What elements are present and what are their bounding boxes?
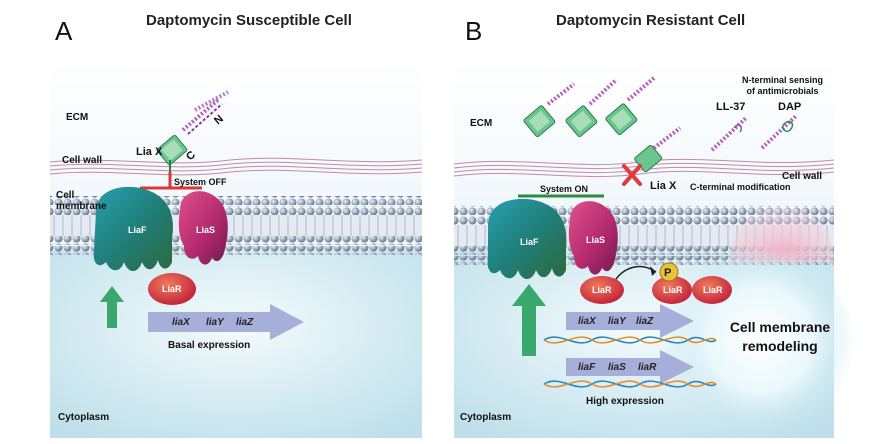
panel-b-letter: B xyxy=(465,16,483,46)
liaf-label-b: LiaF xyxy=(520,237,539,247)
lias-label-a: LiaS xyxy=(196,225,215,235)
liar-label-b-3: LiaR xyxy=(703,285,723,295)
cell-membrane-label-a: Cell membrane xyxy=(56,190,107,212)
gene-a-3: liaZ xyxy=(236,317,254,328)
green-up-arrow-b xyxy=(512,284,546,356)
panel-b: LiaF LiaS LiaR LiaR LiaR P xyxy=(453,60,855,438)
lias-label-b: LiaS xyxy=(586,235,605,245)
panel-a: LiaF LiaS LiaR xyxy=(49,60,423,438)
liaf-protein-b[interactable]: LiaF xyxy=(487,198,567,279)
gene-arrow-a xyxy=(148,304,304,340)
phosphorylation-arrowhead xyxy=(650,266,656,276)
ll37-label: LL-37 xyxy=(716,101,746,113)
green-up-arrow-a xyxy=(100,286,124,328)
basal-expression-label: Basal expression xyxy=(168,340,251,351)
liar-protein-b-3[interactable]: LiaR xyxy=(692,276,732,304)
liar-label-b-1: LiaR xyxy=(592,285,612,295)
liax-free-proteins xyxy=(523,76,798,186)
gene-b-5: liaS xyxy=(608,362,626,373)
cell-membrane-remodeling-label: Cell membrane remodeling xyxy=(729,319,831,354)
liaf-protein-a[interactable]: LiaF xyxy=(93,186,173,271)
gene-arrow-b-1 xyxy=(566,304,694,338)
system-off-label: System OFF xyxy=(174,177,227,187)
panel-a-letter: A xyxy=(55,16,73,46)
c-terminal-modification-label: C-terminal modification xyxy=(690,182,791,192)
liax-protein-a xyxy=(156,90,229,172)
high-expression-label: High expression xyxy=(586,396,664,407)
liar-protein-b-2[interactable]: LiaR xyxy=(652,276,692,304)
cell-wall-label-a: Cell wall xyxy=(62,155,103,166)
liar-protein-a[interactable]: LiaR xyxy=(148,273,196,305)
liar-label-a: LiaR xyxy=(162,284,182,294)
liaf-label-a: LiaF xyxy=(128,225,147,235)
panel-a-cytoplasm-region xyxy=(50,250,422,438)
cytoplasm-label-b: Cytoplasm xyxy=(460,412,512,423)
gene-a-1: liaX xyxy=(172,317,190,328)
cleavage-x-mark xyxy=(622,164,642,186)
panel-b-title: Daptomycin Resistant Cell xyxy=(556,12,746,29)
liax-label-a: Lia X xyxy=(136,146,163,158)
dap-label: DAP xyxy=(778,101,802,113)
ecm-label-a: ECM xyxy=(66,112,89,123)
dna-helix-1 xyxy=(543,336,717,344)
svg-text:P: P xyxy=(664,267,671,279)
gene-arrow-b-2 xyxy=(566,350,694,384)
n-terminal-sensing-label: N-terminal sensing of antimicrobials xyxy=(742,75,824,96)
gene-b-6: liaR xyxy=(638,362,657,373)
system-on-label: System ON xyxy=(540,184,589,194)
gene-b-4: liaF xyxy=(578,362,596,373)
panel-a-title: Daptomycin Susceptible Cell xyxy=(146,12,352,29)
cytoplasm-label-a: Cytoplasm xyxy=(58,412,110,423)
cell-wall-label-b: Cell wall xyxy=(782,171,823,182)
gene-b-2: liaY xyxy=(608,316,626,327)
gene-a-2: liaY xyxy=(206,317,224,328)
liar-protein-b-1[interactable]: LiaR xyxy=(580,276,624,304)
dna-helix-2 xyxy=(543,380,717,388)
liax-label-b: Lia X xyxy=(650,180,677,192)
gene-b-3: liaZ xyxy=(636,316,654,327)
phosphate-badge: P xyxy=(659,262,679,282)
lias-protein-b[interactable]: LiaS xyxy=(568,201,618,275)
gene-b-1: liaX xyxy=(578,316,596,327)
system-off-indicator xyxy=(140,172,202,190)
ecm-label-b: ECM xyxy=(470,118,493,129)
liar-label-b-2: LiaR xyxy=(663,285,683,295)
lias-protein-a[interactable]: LiaS xyxy=(178,191,228,265)
panel-a-cell-wall xyxy=(49,157,423,176)
